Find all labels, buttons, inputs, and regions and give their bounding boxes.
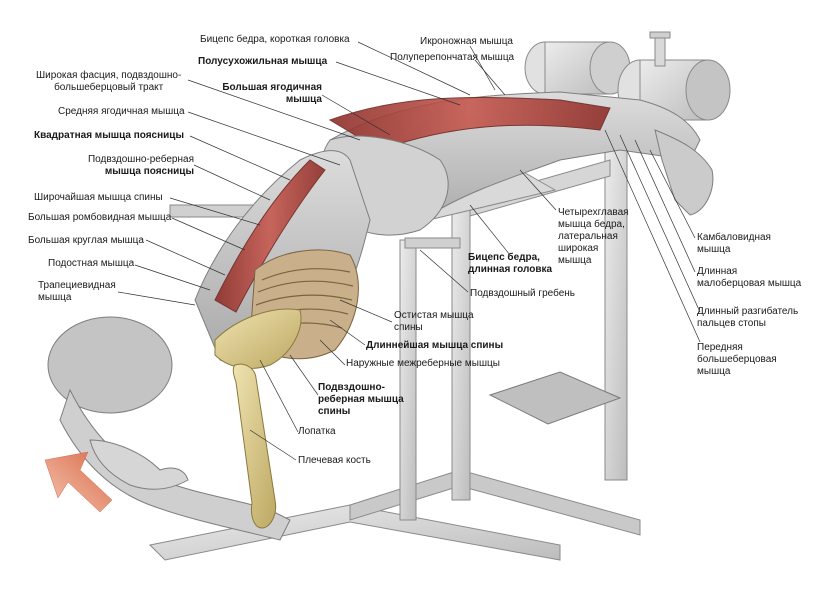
bench-post-right <box>604 149 628 481</box>
bench-crossbar <box>404 237 461 249</box>
label-text: Большая ромбовидная мышца <box>28 212 172 223</box>
label-biceps-short-head: Бицепс бедра, короткая головка <box>200 34 350 46</box>
hand <box>89 439 189 490</box>
label-text: спины <box>394 322 423 333</box>
label-external-intercostals: Наружные межреберные мышцы <box>346 358 500 370</box>
label-text: Икроножная мышца <box>420 36 513 47</box>
hamstring-muscles <box>328 96 611 151</box>
bench-post-left <box>399 239 417 521</box>
label-text: мышца <box>697 366 731 377</box>
label-text: Длинная <box>697 266 738 277</box>
label-text: Полусухожильная мышца <box>198 56 328 67</box>
leader-lines <box>117 41 701 461</box>
label-text: реберная мышца <box>318 394 404 405</box>
label-text: Длиннейшая мышца спины <box>366 340 504 351</box>
label-text: большеберцовая <box>697 354 777 365</box>
athlete-body <box>47 91 714 541</box>
label-iliocostalis-lumborum: Подвздошно-реберная мышца поясницы <box>46 154 194 178</box>
label-text: мышца <box>558 255 592 266</box>
label-fascia-lata: Широкая фасция, подвздошно- большеберцов… <box>36 70 181 94</box>
label-semitendinosus: Полусухожильная мышца <box>198 56 327 68</box>
label-humerus: Плечевая кость <box>298 455 371 467</box>
label-text: большеберцовый тракт <box>54 82 164 93</box>
label-text: Передняя <box>697 342 743 353</box>
label-infraspinatus: Подостная мышца <box>48 258 134 270</box>
label-text: мышца поясницы <box>104 166 194 177</box>
label-text: мышца бедра, <box>558 219 625 230</box>
label-text: Подвздошный гребень <box>470 288 575 299</box>
label-biceps-long-head: Бицепс бедра, длинная головка <box>468 252 552 276</box>
label-text: Лопатка <box>298 426 336 437</box>
label-text: мышца <box>38 292 72 303</box>
label-peroneus-longus: Длинная малоберцовая мышца <box>697 266 801 290</box>
label-text: Плечевая кость <box>298 455 371 466</box>
label-gluteus-medius: Средняя ягодичная мышца <box>58 106 185 118</box>
label-text: Четырехглавая <box>558 207 629 218</box>
label-spinalis: Остистая мышца спины <box>394 310 474 334</box>
bench-foot-platform <box>488 371 622 425</box>
label-vastus-lateralis: Четырехглавая мышца бедра, латеральная ш… <box>558 207 629 267</box>
label-tibialis-anterior: Передняя большеберцовая мышца <box>697 342 777 378</box>
humerus-bone <box>232 363 277 529</box>
label-text: пальцев стопы <box>697 318 766 329</box>
label-text: Трапециевидная <box>38 280 116 291</box>
label-extensor-digitorum-longus: Длинный разгибатель пальцев стопы <box>697 306 798 330</box>
label-text: мышца <box>697 244 731 255</box>
label-text: Большая круглая мышца <box>28 235 144 246</box>
label-gluteus-maximus: Большая ягодичная мышца <box>220 82 322 106</box>
movement-arrow <box>44 451 113 513</box>
label-text: мышца <box>285 94 322 105</box>
label-text: Подвздошно- <box>318 382 385 393</box>
label-longissimus: Длиннейшая мышца спины <box>366 340 503 352</box>
label-text: спины <box>318 406 351 417</box>
label-quadratus-lumborum: Квадратная мышца поясницы <box>34 130 184 142</box>
label-text: Бицепс бедра, <box>468 252 540 263</box>
label-text: широкая <box>558 243 599 254</box>
foot <box>654 129 714 216</box>
label-rhomboid-major: Большая ромбовидная мышца <box>28 212 171 224</box>
label-text: Остистая мышца <box>394 310 474 321</box>
label-semimembranosus: Полуперепончатая мышца <box>390 52 514 64</box>
label-text: длинная головка <box>468 264 553 275</box>
label-gastrocnemius: Икроножная мышца <box>420 36 513 48</box>
label-latissimus-dorsi: Широчайшая мышца спины <box>34 192 163 204</box>
label-text: Средняя ягодичная мышца <box>58 106 185 117</box>
label-text: Квадратная мышца поясницы <box>34 130 184 141</box>
head <box>47 316 173 414</box>
label-text: Полуперепончатая мышца <box>390 52 515 63</box>
label-text: Наружные межреберные мышцы <box>346 358 500 369</box>
label-text: Большая ягодичная <box>222 82 322 93</box>
label-text: Бицепс бедра, короткая головка <box>200 34 350 45</box>
label-text: Широкая фасция, подвздошно- <box>36 70 182 81</box>
label-iliocostalis-thoracis: Подвздошно- реберная мышца спины <box>318 382 404 418</box>
label-scapula: Лопатка <box>298 426 336 438</box>
label-text: Подостная мышца <box>48 258 135 269</box>
label-text: латеральная <box>558 231 618 242</box>
label-text: Широчайшая мышца спины <box>34 192 163 203</box>
label-iliac-crest: Подвздошный гребень <box>470 288 575 300</box>
label-soleus: Камбаловидная мышца <box>697 232 771 256</box>
label-text: Подвздошно-реберная <box>87 154 194 165</box>
label-text: малоберцовая мышца <box>697 278 802 289</box>
label-teres-major: Большая круглая мышца <box>28 235 144 247</box>
label-text: Камбаловидная <box>697 232 771 243</box>
label-trapezius: Трапециевидная мышца <box>38 280 116 304</box>
label-text: Длинный разгибатель <box>697 306 799 317</box>
